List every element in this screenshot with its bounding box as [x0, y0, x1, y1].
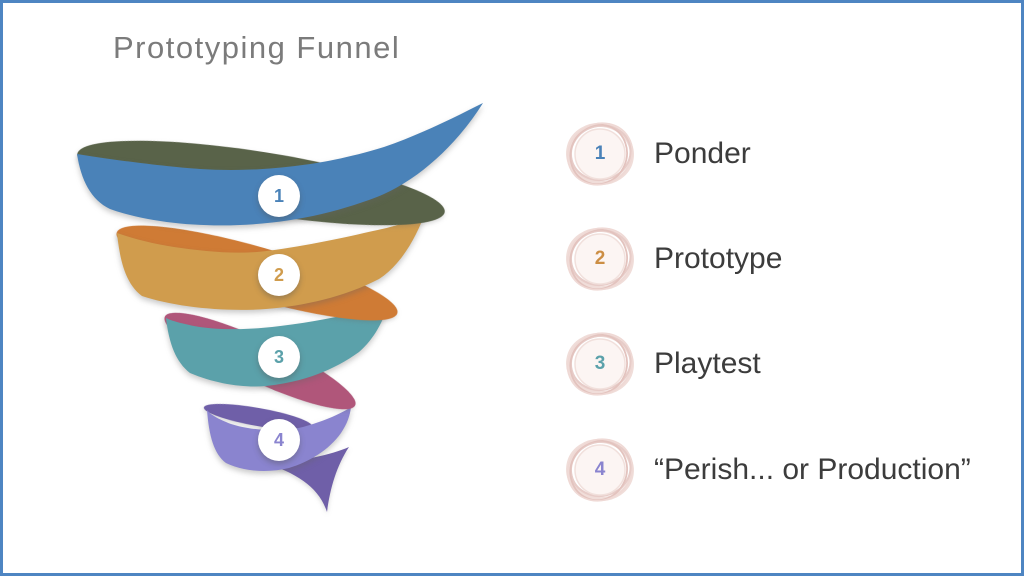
- funnel-step-4-badge: 4: [258, 419, 300, 461]
- watercolor-circle-icon: 4: [560, 430, 640, 510]
- scribble-ring-icon: [566, 438, 634, 502]
- legend-item-playtest: 3 Playtest: [560, 324, 761, 404]
- funnel-step-1-badge: 1: [258, 175, 300, 217]
- legend-item-prototype: 2 Prototype: [560, 219, 782, 299]
- funnel-step-1-number: 1: [273, 185, 284, 206]
- scribble-ring-icon: [566, 122, 634, 186]
- funnel-step-2-badge: 2: [258, 254, 300, 296]
- legend-number-4: 4: [594, 459, 606, 480]
- watercolor-circle-icon: 1: [560, 114, 640, 194]
- watercolor-circle-icon: 2: [560, 219, 640, 299]
- legend-item-perish-or-production: 4 “Perish... or Production”: [560, 430, 971, 510]
- funnel-band-1-front: [77, 103, 483, 226]
- legend-number-2: 2: [594, 248, 606, 269]
- scribble-ring-icon: [566, 332, 634, 396]
- watercolor-circle-icon: 3: [560, 324, 640, 404]
- funnel-step-4-number: 4: [273, 429, 284, 450]
- legend-number-1: 1: [594, 143, 606, 164]
- page-title: Prototyping Funnel: [113, 30, 401, 65]
- legend-number-3: 3: [594, 353, 606, 374]
- legend-label-3: Playtest: [654, 347, 761, 380]
- funnel-step-3-number: 3: [273, 346, 284, 367]
- funnel-step-2-number: 2: [273, 264, 284, 285]
- legend-label-4: “Perish... or Production”: [654, 453, 971, 486]
- funnel-step-3-badge: 3: [258, 336, 300, 378]
- legend-label-1: Ponder: [654, 137, 751, 170]
- legend-label-2: Prototype: [654, 242, 783, 275]
- scribble-ring-icon: [566, 227, 634, 291]
- legend-item-ponder: 1 Ponder: [560, 114, 751, 194]
